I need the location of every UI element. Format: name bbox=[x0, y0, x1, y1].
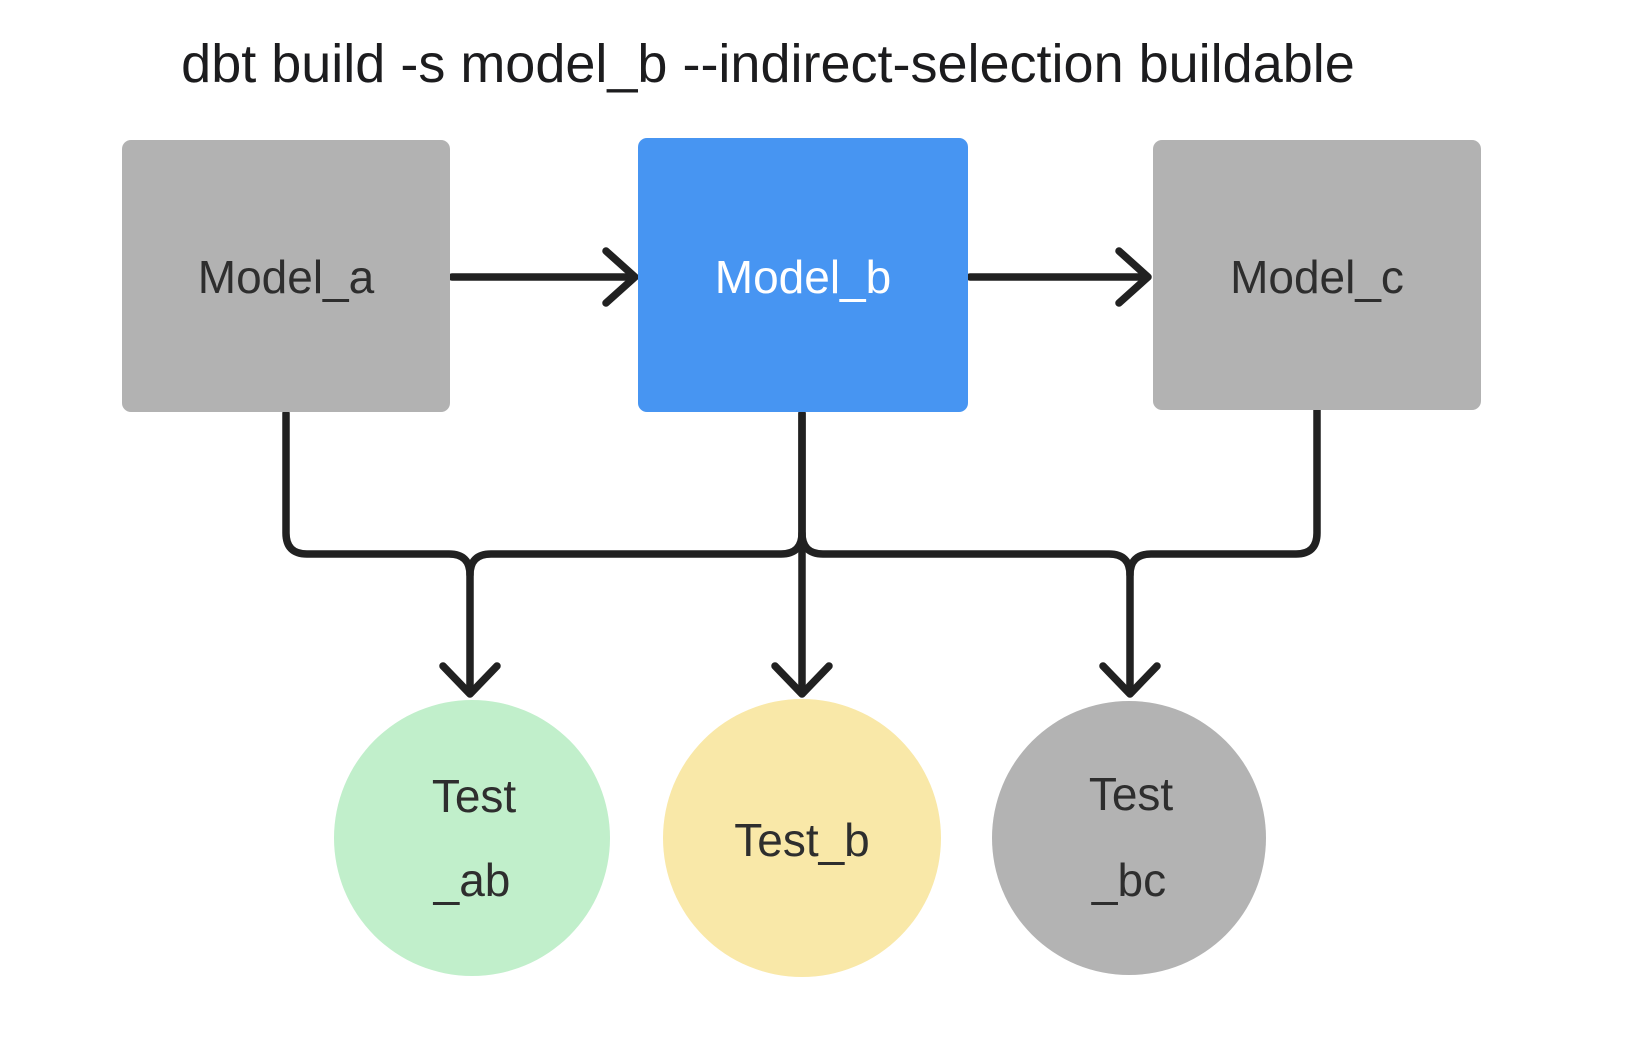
node-model-b: Model_b bbox=[638, 138, 968, 412]
node-model-c-box bbox=[1153, 140, 1481, 410]
node-test-bc: Test _bc bbox=[992, 701, 1266, 975]
node-model-a-label: Model_a bbox=[198, 251, 375, 303]
edge-model-b-to-test-bc bbox=[798, 529, 1134, 696]
edge-model-c-to-test-bc bbox=[1126, 406, 1321, 579]
node-test-ab: Test _ab bbox=[334, 700, 610, 976]
edge-group bbox=[282, 247, 1321, 698]
arrowhead-model-c-icon bbox=[1115, 247, 1152, 307]
edge-model-b-to-test-ab bbox=[466, 409, 806, 579]
edge-model-a-to-test-ab bbox=[282, 409, 474, 696]
node-model-b-label: Model_b bbox=[715, 251, 891, 303]
arrowhead-test-b-icon bbox=[771, 662, 833, 698]
node-model-a-box bbox=[122, 140, 450, 412]
node-model-c: Model_c bbox=[1153, 140, 1481, 410]
arrowhead-test-bc-icon bbox=[1099, 662, 1161, 698]
node-test-bc-circle bbox=[992, 701, 1266, 975]
node-test-b-circle bbox=[663, 699, 941, 977]
arrowhead-test-ab-icon bbox=[439, 662, 501, 698]
node-test-b: Test_b bbox=[663, 699, 941, 977]
node-test-b-label: Test_b bbox=[734, 814, 870, 866]
node-test-ab-label-line2: _ab bbox=[433, 854, 511, 906]
node-test-ab-circle bbox=[334, 700, 610, 976]
node-model-b-box bbox=[638, 138, 968, 412]
node-model-a: Model_a bbox=[122, 140, 450, 412]
node-test-bc-label-line1: Test bbox=[1089, 768, 1174, 820]
node-test-bc-label-line2: _bc bbox=[1091, 854, 1166, 906]
node-model-c-label: Model_c bbox=[1230, 251, 1404, 303]
arrowhead-model-b-icon bbox=[602, 247, 639, 307]
node-test-ab-label-line1: Test bbox=[432, 770, 517, 822]
diagram-title: dbt build -s model_b --indirect-selectio… bbox=[181, 34, 1355, 94]
